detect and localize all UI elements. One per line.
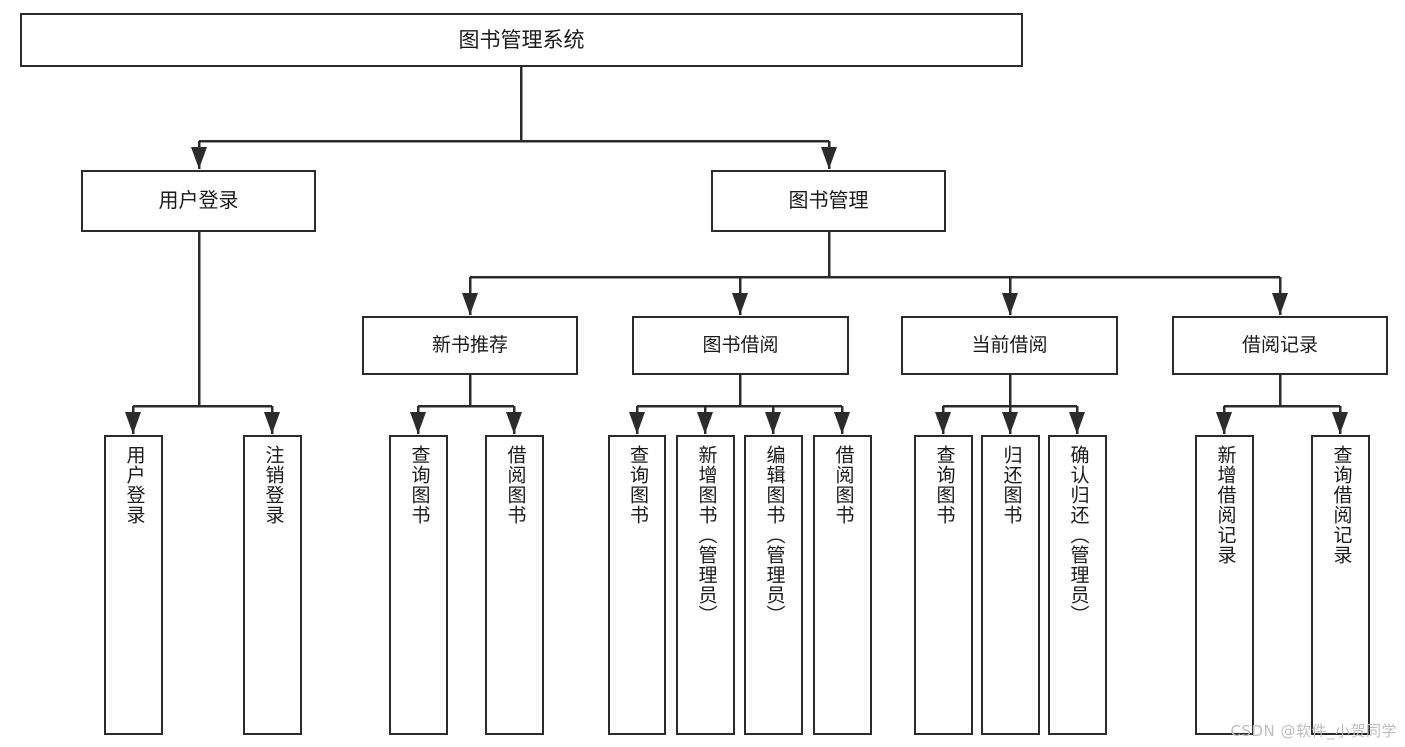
node-leaf-query-record[interactable]: 查询借阅记录: [1311, 435, 1370, 735]
node-label: 新书推荐: [431, 334, 508, 357]
node-label: 新增借阅记录: [1214, 445, 1237, 565]
node-label: 用户登录: [158, 188, 239, 213]
node-label: 图书借阅: [702, 334, 779, 357]
node-leaf-user-login[interactable]: 用户登录: [104, 435, 163, 735]
node-label: 当前借阅: [971, 334, 1048, 357]
node-leaf-query-book-1[interactable]: 查询图书: [389, 435, 448, 735]
node-label: 编辑图书（管理员）: [763, 445, 786, 625]
node-leaf-edit-book[interactable]: 编辑图书（管理员）: [744, 435, 803, 735]
node-label: 注销登录: [262, 445, 285, 525]
node-label: 查询图书: [933, 445, 956, 525]
node-label: 借阅图书: [832, 445, 855, 525]
node-leaf-add-record[interactable]: 新增借阅记录: [1195, 435, 1254, 735]
node-leaf-confirm-return[interactable]: 确认归还（管理员）: [1048, 435, 1107, 735]
node-leaf-query-book-3[interactable]: 查询图书: [914, 435, 973, 735]
node-label: 查询图书: [408, 445, 431, 525]
node-user-login[interactable]: 用户登录: [81, 170, 316, 232]
node-book-manage[interactable]: 图书管理: [711, 170, 946, 232]
node-label: 借阅记录: [1241, 334, 1318, 357]
node-root[interactable]: 图书管理系统: [20, 13, 1023, 67]
node-label: 借阅图书: [504, 445, 527, 525]
node-label: 查询图书: [626, 445, 649, 525]
node-current-borrow[interactable]: 当前借阅: [901, 316, 1118, 375]
watermark-text: CSDN @软件_小贺同学: [1230, 722, 1397, 740]
node-label: 用户登录: [123, 445, 146, 525]
node-label: 新增图书（管理员）: [695, 445, 718, 625]
node-leaf-query-book-2[interactable]: 查询图书: [608, 435, 666, 735]
node-book-borrow[interactable]: 图书借阅: [632, 316, 849, 375]
node-label: 图书管理系统: [458, 27, 585, 52]
node-label: 归还图书: [1000, 445, 1023, 525]
node-label: 图书管理: [788, 188, 869, 213]
node-label: 查询借阅记录: [1330, 445, 1353, 565]
node-new-book-rec[interactable]: 新书推荐: [362, 316, 578, 375]
node-borrow-record[interactable]: 借阅记录: [1172, 316, 1388, 375]
node-label: 确认归还（管理员）: [1067, 445, 1090, 625]
node-leaf-borrow-book-2[interactable]: 借阅图书: [813, 435, 872, 735]
node-leaf-borrow-book-1[interactable]: 借阅图书: [485, 435, 544, 735]
node-leaf-logout[interactable]: 注销登录: [243, 435, 302, 735]
node-leaf-add-book[interactable]: 新增图书（管理员）: [676, 435, 735, 735]
node-leaf-return-book[interactable]: 归还图书: [981, 435, 1040, 735]
